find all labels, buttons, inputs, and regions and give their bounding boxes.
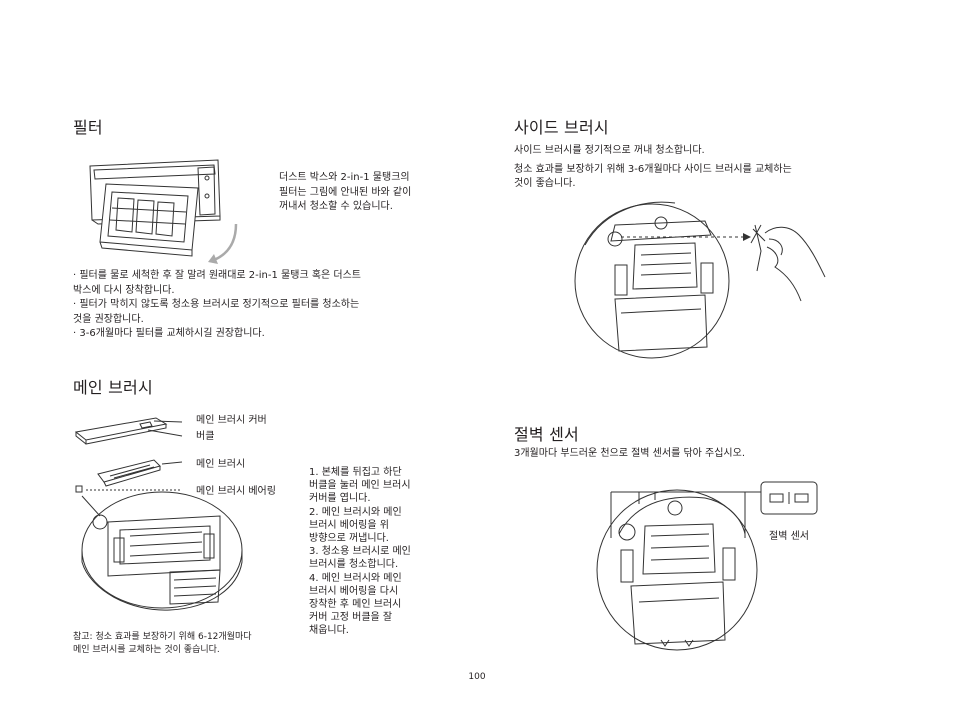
- label-main-brush: 메인 브러시: [196, 459, 246, 470]
- main-brush-steps: 1. 본체를 뒤집고 하단 버클을 눌러 메인 브러시 커버를 엽니다. 2. …: [309, 466, 411, 638]
- label-main-brush-bearing: 메인 브러시 베어링: [196, 486, 276, 497]
- side-brush-text-line: 사이드 브러시를 정기적으로 꺼내 청소합니다.: [514, 145, 705, 156]
- main-brush-title: 메인 브러시: [73, 378, 153, 397]
- main-brush-step-line: 브러시 베어링을 다시: [309, 585, 399, 597]
- side-brush-text: 사이드 브러시를 정기적으로 꺼내 청소합니다. 청소 효과를 보장하기 위해 …: [514, 144, 792, 192]
- main-brush-step-line: 커버를 엽니다.: [309, 493, 371, 505]
- page-number: 100: [468, 672, 486, 682]
- main-brush-step-line: 장착한 후 메인 브러시: [309, 599, 402, 611]
- filter-illustration: [88, 158, 248, 264]
- main-brush-step-line: 3. 청소용 브러시로 메인: [309, 546, 411, 558]
- filter-bullet-line: 박스에 다시 장착합니다.: [73, 284, 175, 296]
- main-brush-step-line: 2. 메인 브러시와 메인: [309, 506, 402, 518]
- side-brush-text-line: 것이 좋습니다.: [514, 178, 576, 189]
- filter-caption: 더스트 박스와 2-in-1 물탱크의 필터는 그림에 안내된 바와 같이 꺼내…: [279, 171, 411, 215]
- main-brush-step-line: 브러시를 청소합니다.: [309, 559, 399, 571]
- filter-bullet-line: 것을 권장합니다.: [73, 313, 144, 325]
- label-cliff-sensor: 절벽 센서: [769, 531, 809, 542]
- side-brush-illustration: [575, 195, 835, 370]
- main-brush-note: 참고: 청소 효과를 보장하기 위해 6-12개월마다 메인 브러시를 교체하는…: [73, 631, 252, 657]
- filter-caption-line: 필터는 그림에 안내된 바와 같이: [279, 186, 412, 198]
- main-brush-step-line: 채웁니다.: [309, 625, 349, 637]
- main-brush-step-line: 방향으로 꺼냅니다.: [309, 533, 389, 545]
- main-brush-note-line: 메인 브러시를 교체하는 것이 좋습니다.: [73, 645, 220, 655]
- cliff-sensor-text: 3개월마다 부드러운 천으로 절벽 센서를 닦아 주십시오.: [514, 448, 746, 459]
- main-brush-step-line: 커버 고정 버클을 잘: [309, 612, 393, 624]
- label-buckle: 버클: [196, 431, 215, 442]
- main-brush-step-line: 1. 본체를 뒤집고 하단: [309, 467, 402, 478]
- main-brush-step-line: 브러시 베어링을 위: [309, 519, 389, 531]
- label-main-brush-cover: 메인 브러시 커버: [196, 415, 267, 426]
- filter-caption-line: 꺼내서 청소할 수 있습니다.: [279, 201, 393, 212]
- filter-caption-line: 더스트 박스와 2-in-1 물탱크의: [279, 172, 410, 183]
- main-brush-illustration: [70, 412, 300, 632]
- cliff-sensor-illustration: [595, 478, 825, 653]
- filter-bullet-line: · 필터를 물로 세척한 후 잘 말려 원래대로 2-in-1 물탱크 혹은 더…: [73, 270, 362, 281]
- main-brush-step-line: 4. 메인 브러시와 메인: [309, 572, 402, 584]
- filter-bullets: · 필터를 물로 세척한 후 잘 말려 원래대로 2-in-1 물탱크 혹은 더…: [73, 269, 361, 342]
- main-brush-step-line: 버클을 눌러 메인 브러시: [309, 480, 411, 492]
- cliff-sensor-title: 절벽 센서: [514, 425, 579, 444]
- filter-title: 필터: [73, 118, 103, 137]
- side-brush-text-line: 청소 효과를 보장하기 위해 3-6개월마다 사이드 브러시를 교체하는: [514, 163, 792, 175]
- filter-bullet-line: · 필터가 막히지 않도록 청소용 브러시로 정기적으로 필터를 청소하는: [73, 299, 360, 310]
- side-brush-title: 사이드 브러시: [514, 118, 609, 137]
- filter-bullet-line: · 3-6개월마다 필터를 교체하시길 권장합니다.: [73, 328, 265, 339]
- main-brush-note-line: 참고: 청소 효과를 보장하기 위해 6-12개월마다: [73, 632, 252, 642]
